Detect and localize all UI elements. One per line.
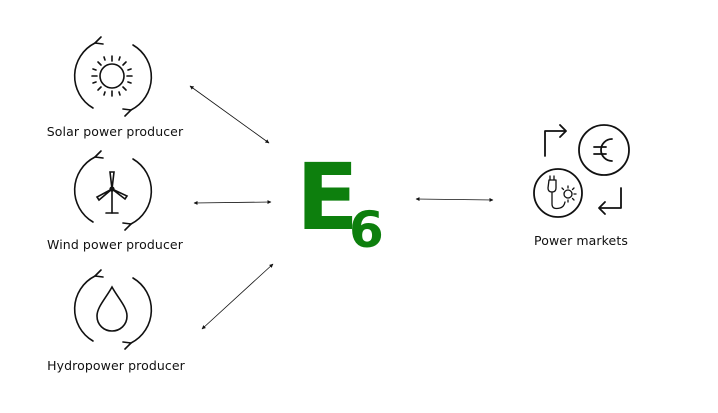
logo-digit: 6 [349,201,384,259]
plug-icon [533,168,583,218]
wind-producer-label: Wind power producer [47,237,183,252]
power-markets-label: Power markets [534,233,628,248]
water-drop-icon [73,269,153,350]
sun-icon [73,36,153,117]
connector-arrows [189,85,494,330]
solar-producer-label: Solar power producer [46,124,184,139]
wind-connector-arrow [193,200,272,205]
e6-logo: E 6 [296,144,384,259]
hydro-connector-arrow [201,263,274,330]
markets-connector-arrow [415,197,494,202]
hydro-producer-label: Hydropower producer [47,358,185,373]
wind-turbine-icon [73,150,153,231]
power-market-icon [533,124,630,218]
logo-letter: E [296,144,359,251]
solar-connector-arrow [189,85,270,144]
euro-coin-icon [578,124,630,176]
